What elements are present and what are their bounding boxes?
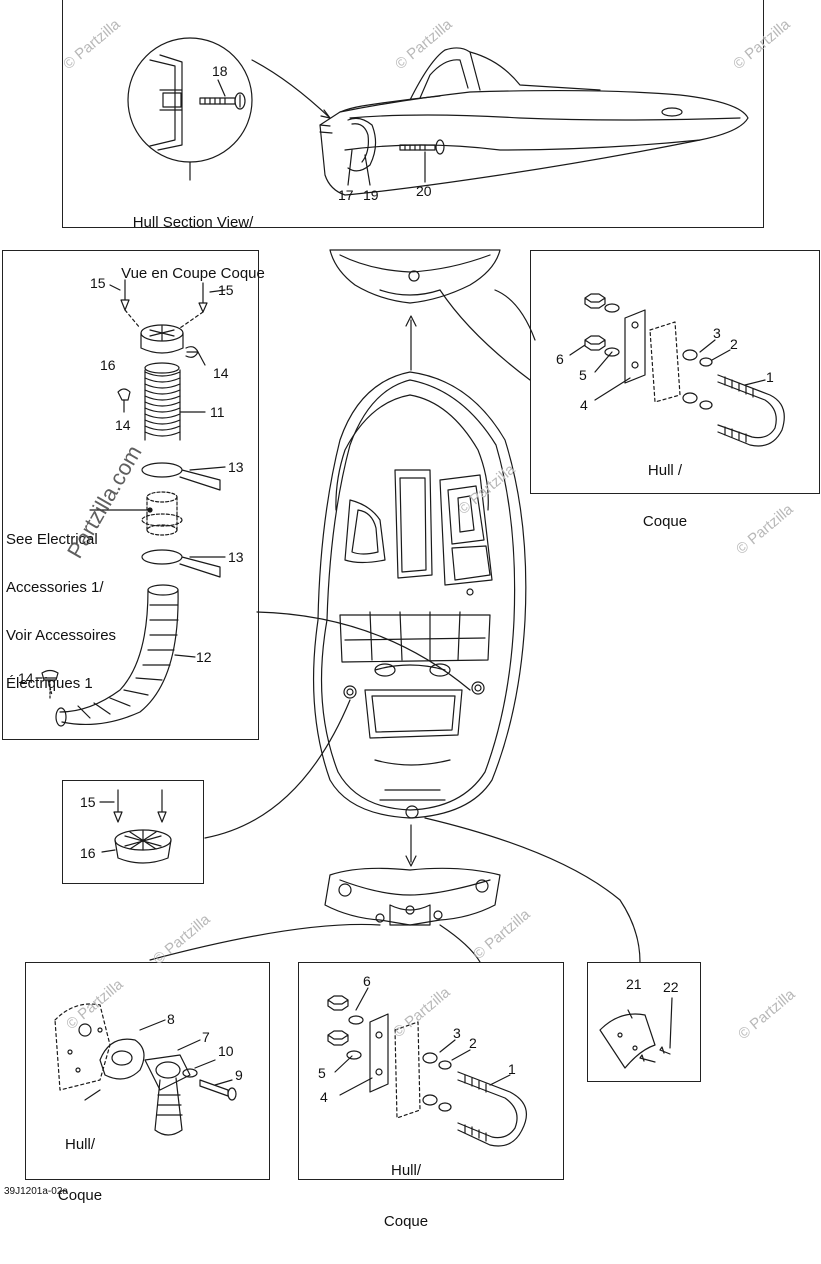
drain-plug-assembly: [54, 1003, 237, 1136]
callout-2: 2: [730, 336, 738, 352]
callout-14-lower: 14: [18, 670, 34, 686]
screw-20-icon: [399, 139, 445, 155]
boat-side-view: [319, 47, 749, 196]
drain-hull-caption: Hull/ Coque: [45, 1102, 115, 1238]
front-hull-caption: Hull / Coque: [630, 428, 700, 564]
callout-14-upper: 14: [213, 365, 229, 381]
rear-hull-caption: Hull/ Coque: [368, 1128, 444, 1264]
note-line2: Accessories 1/: [6, 579, 104, 596]
stern-bracket: [149, 867, 501, 963]
callout-11: 11: [210, 404, 225, 420]
callout-2-rear: 2: [469, 1035, 477, 1051]
callout-12: 12: [196, 649, 212, 665]
note-line3: Voir Accessoires: [6, 627, 117, 644]
front-hull-caption-line1: Hull /: [647, 462, 683, 479]
callout-15-cap: 15: [80, 794, 96, 810]
note-line1: See Electrical: [6, 531, 98, 548]
callout-4-rear: 4: [320, 1089, 328, 1105]
callout-14-mid: 14: [115, 417, 131, 433]
vent-tube-assembly: [35, 279, 226, 727]
bow-bracket: [329, 249, 501, 371]
callout-4: 4: [580, 397, 588, 413]
callout-16: 16: [100, 357, 116, 373]
callout-15-right: 15: [218, 282, 234, 298]
hull-section-detail: [149, 54, 183, 151]
callout-13-lower: 13: [228, 549, 244, 565]
callout-10: 10: [218, 1043, 234, 1059]
callout-20: 20: [416, 183, 432, 199]
bumper-detail: [599, 997, 673, 1069]
rear-bracket-panel: [298, 962, 564, 1180]
hull-section-caption-line2: Vue en Coupe Coque: [121, 265, 265, 282]
drain-plug-panel: [25, 962, 270, 1180]
rear-hull-caption-line2: Coque: [383, 1213, 429, 1230]
hull-top-view: [204, 289, 641, 963]
drawing-code: 39J1201a-02a: [4, 1186, 68, 1197]
callout-5-rear: 5: [318, 1065, 326, 1081]
callout-21: 21: [626, 976, 642, 992]
bumper-panel: [587, 962, 701, 1082]
callout-1: 1: [766, 369, 774, 385]
callout-16-cap: 16: [80, 845, 96, 861]
vent-cap-panel: [62, 780, 204, 884]
callout-19: 19: [363, 187, 379, 203]
vent-cap-detail: [99, 789, 172, 864]
hull-section-caption-line1: Hull Section View/: [132, 214, 254, 231]
callout-8: 8: [167, 1011, 175, 1027]
front-bracket-panel: [530, 250, 820, 494]
front-hull-caption-line2: Coque: [642, 513, 688, 530]
callout-9: 9: [235, 1067, 243, 1083]
ventilation-panel: [2, 250, 259, 740]
note-line4: Électriques 1: [6, 675, 93, 692]
hull-section-panel: [62, 0, 764, 228]
front-u-bolt-assembly: [569, 293, 785, 447]
callout-13-upper: 13: [228, 459, 244, 475]
hull-section-caption: Hull Section View/ Vue en Coupe Coque: [118, 180, 268, 316]
callout-3-rear: 3: [453, 1025, 461, 1041]
callout-22: 22: [663, 979, 679, 995]
line-art: [35, 37, 785, 1147]
electrical-accessories-note: See Electrical Accessories 1/ Voir Acces…: [6, 500, 116, 724]
callout-5: 5: [579, 367, 587, 383]
callout-7: 7: [202, 1029, 210, 1045]
callout-3: 3: [713, 325, 721, 341]
callout-18: 18: [212, 63, 228, 79]
parts-diagram: 18 17 19 20 Hull Section View/ Vue en Co…: [2, 0, 820, 1230]
hull-section-detail-circle: [127, 37, 253, 163]
callout-6: 6: [556, 351, 564, 367]
rear-u-bolt-assembly: [327, 987, 528, 1147]
callout-1-rear: 1: [508, 1061, 516, 1077]
screw-18-icon: [199, 92, 246, 110]
drain-hull-caption-line1: Hull/: [64, 1136, 95, 1153]
callout-6-rear: 6: [363, 973, 371, 989]
rear-hull-caption-line1: Hull/: [390, 1162, 421, 1179]
callout-15-left: 15: [90, 275, 106, 291]
callout-17: 17: [338, 187, 354, 203]
